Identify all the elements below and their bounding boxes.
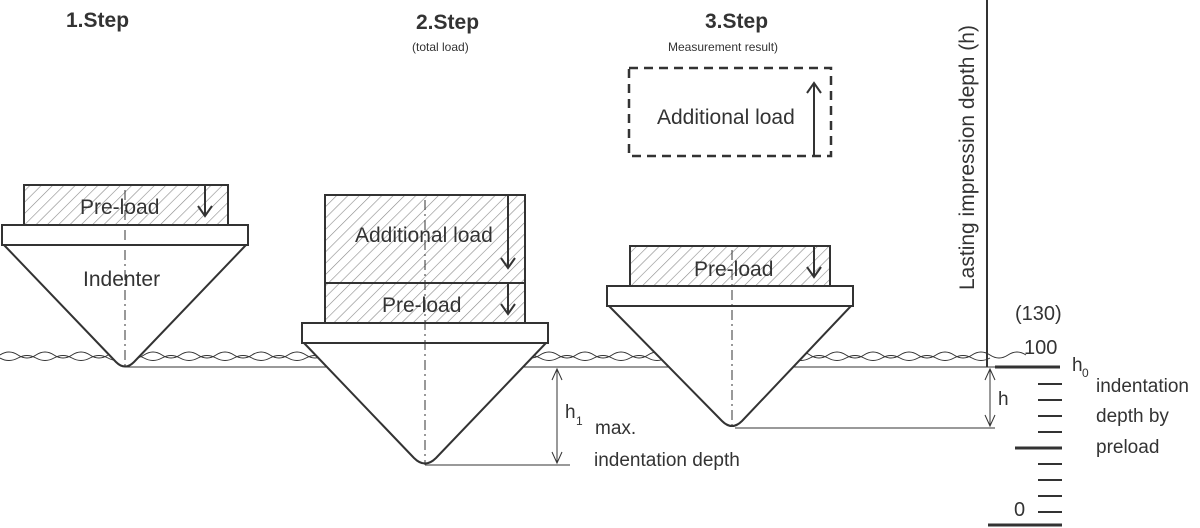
step2-indenter-assembly: Additional load Pre-load [301, 194, 549, 465]
step3-indenter-assembly: Pre-load [606, 245, 854, 430]
scale-ticks [1015, 383, 1062, 513]
h1-label-subscript: 1 [576, 414, 583, 428]
step1-preload-label: Pre-load [80, 196, 159, 219]
h0-desc-line1: indentation [1096, 376, 1189, 397]
h-label: h [998, 389, 1009, 410]
step3-preload-arrow [806, 247, 822, 279]
scale-axis-title: Lasting impression depth (h) [956, 25, 979, 290]
depth-scale: Lasting impression depth (h) (130) 100 h… [956, 0, 1189, 527]
step3-additional-load-label: Additional load [657, 106, 795, 129]
max-depth-label-line1: max. [595, 418, 636, 439]
step2-additional-load-arrow [500, 196, 516, 270]
step2-title: 2.Step [416, 11, 479, 34]
scale-zero-value: 0 [1014, 499, 1025, 521]
h0-desc-line3: preload [1096, 437, 1159, 458]
h1-label: h [565, 402, 576, 423]
max-depth-label-line2: indentation depth [594, 450, 740, 471]
step2-preload-arrow [500, 284, 516, 316]
step1-title: 1.Step [66, 9, 129, 32]
step3-preload-label: Pre-load [694, 258, 773, 281]
step1-preload-arrow [197, 186, 213, 218]
step3-additional-load-dashed-box [627, 66, 833, 158]
step2-preload-label: Pre-load [382, 294, 461, 317]
step1-indenter-label: Indenter [83, 268, 160, 291]
step3-title: 3.Step [705, 10, 768, 33]
step3-preload-block [629, 245, 831, 287]
h0-label: h [1072, 355, 1083, 376]
step3-unload-arrow [806, 81, 822, 155]
h-dimension: h [984, 367, 1009, 428]
step1-indenter-assembly: Pre-load Indenter [1, 184, 249, 368]
h1-dimension: h 1 max. indentation depth [551, 367, 740, 471]
h0-desc-line2: depth by [1096, 406, 1169, 427]
step3-removed-load: Additional load [627, 66, 833, 158]
step1-preload-block [23, 184, 229, 226]
step3-plate [606, 285, 854, 307]
h0-label-subscript: 0 [1082, 366, 1089, 380]
step2-additional-load-label: Additional load [355, 224, 493, 247]
scale-top-value: (130) [1015, 303, 1062, 325]
step3-subtitle: Measurement result) [668, 40, 778, 54]
step3-indenter-cone [606, 305, 854, 427]
step2-subtitle: (total load) [412, 40, 469, 54]
scale-hundred-value: 100 [1024, 337, 1057, 359]
